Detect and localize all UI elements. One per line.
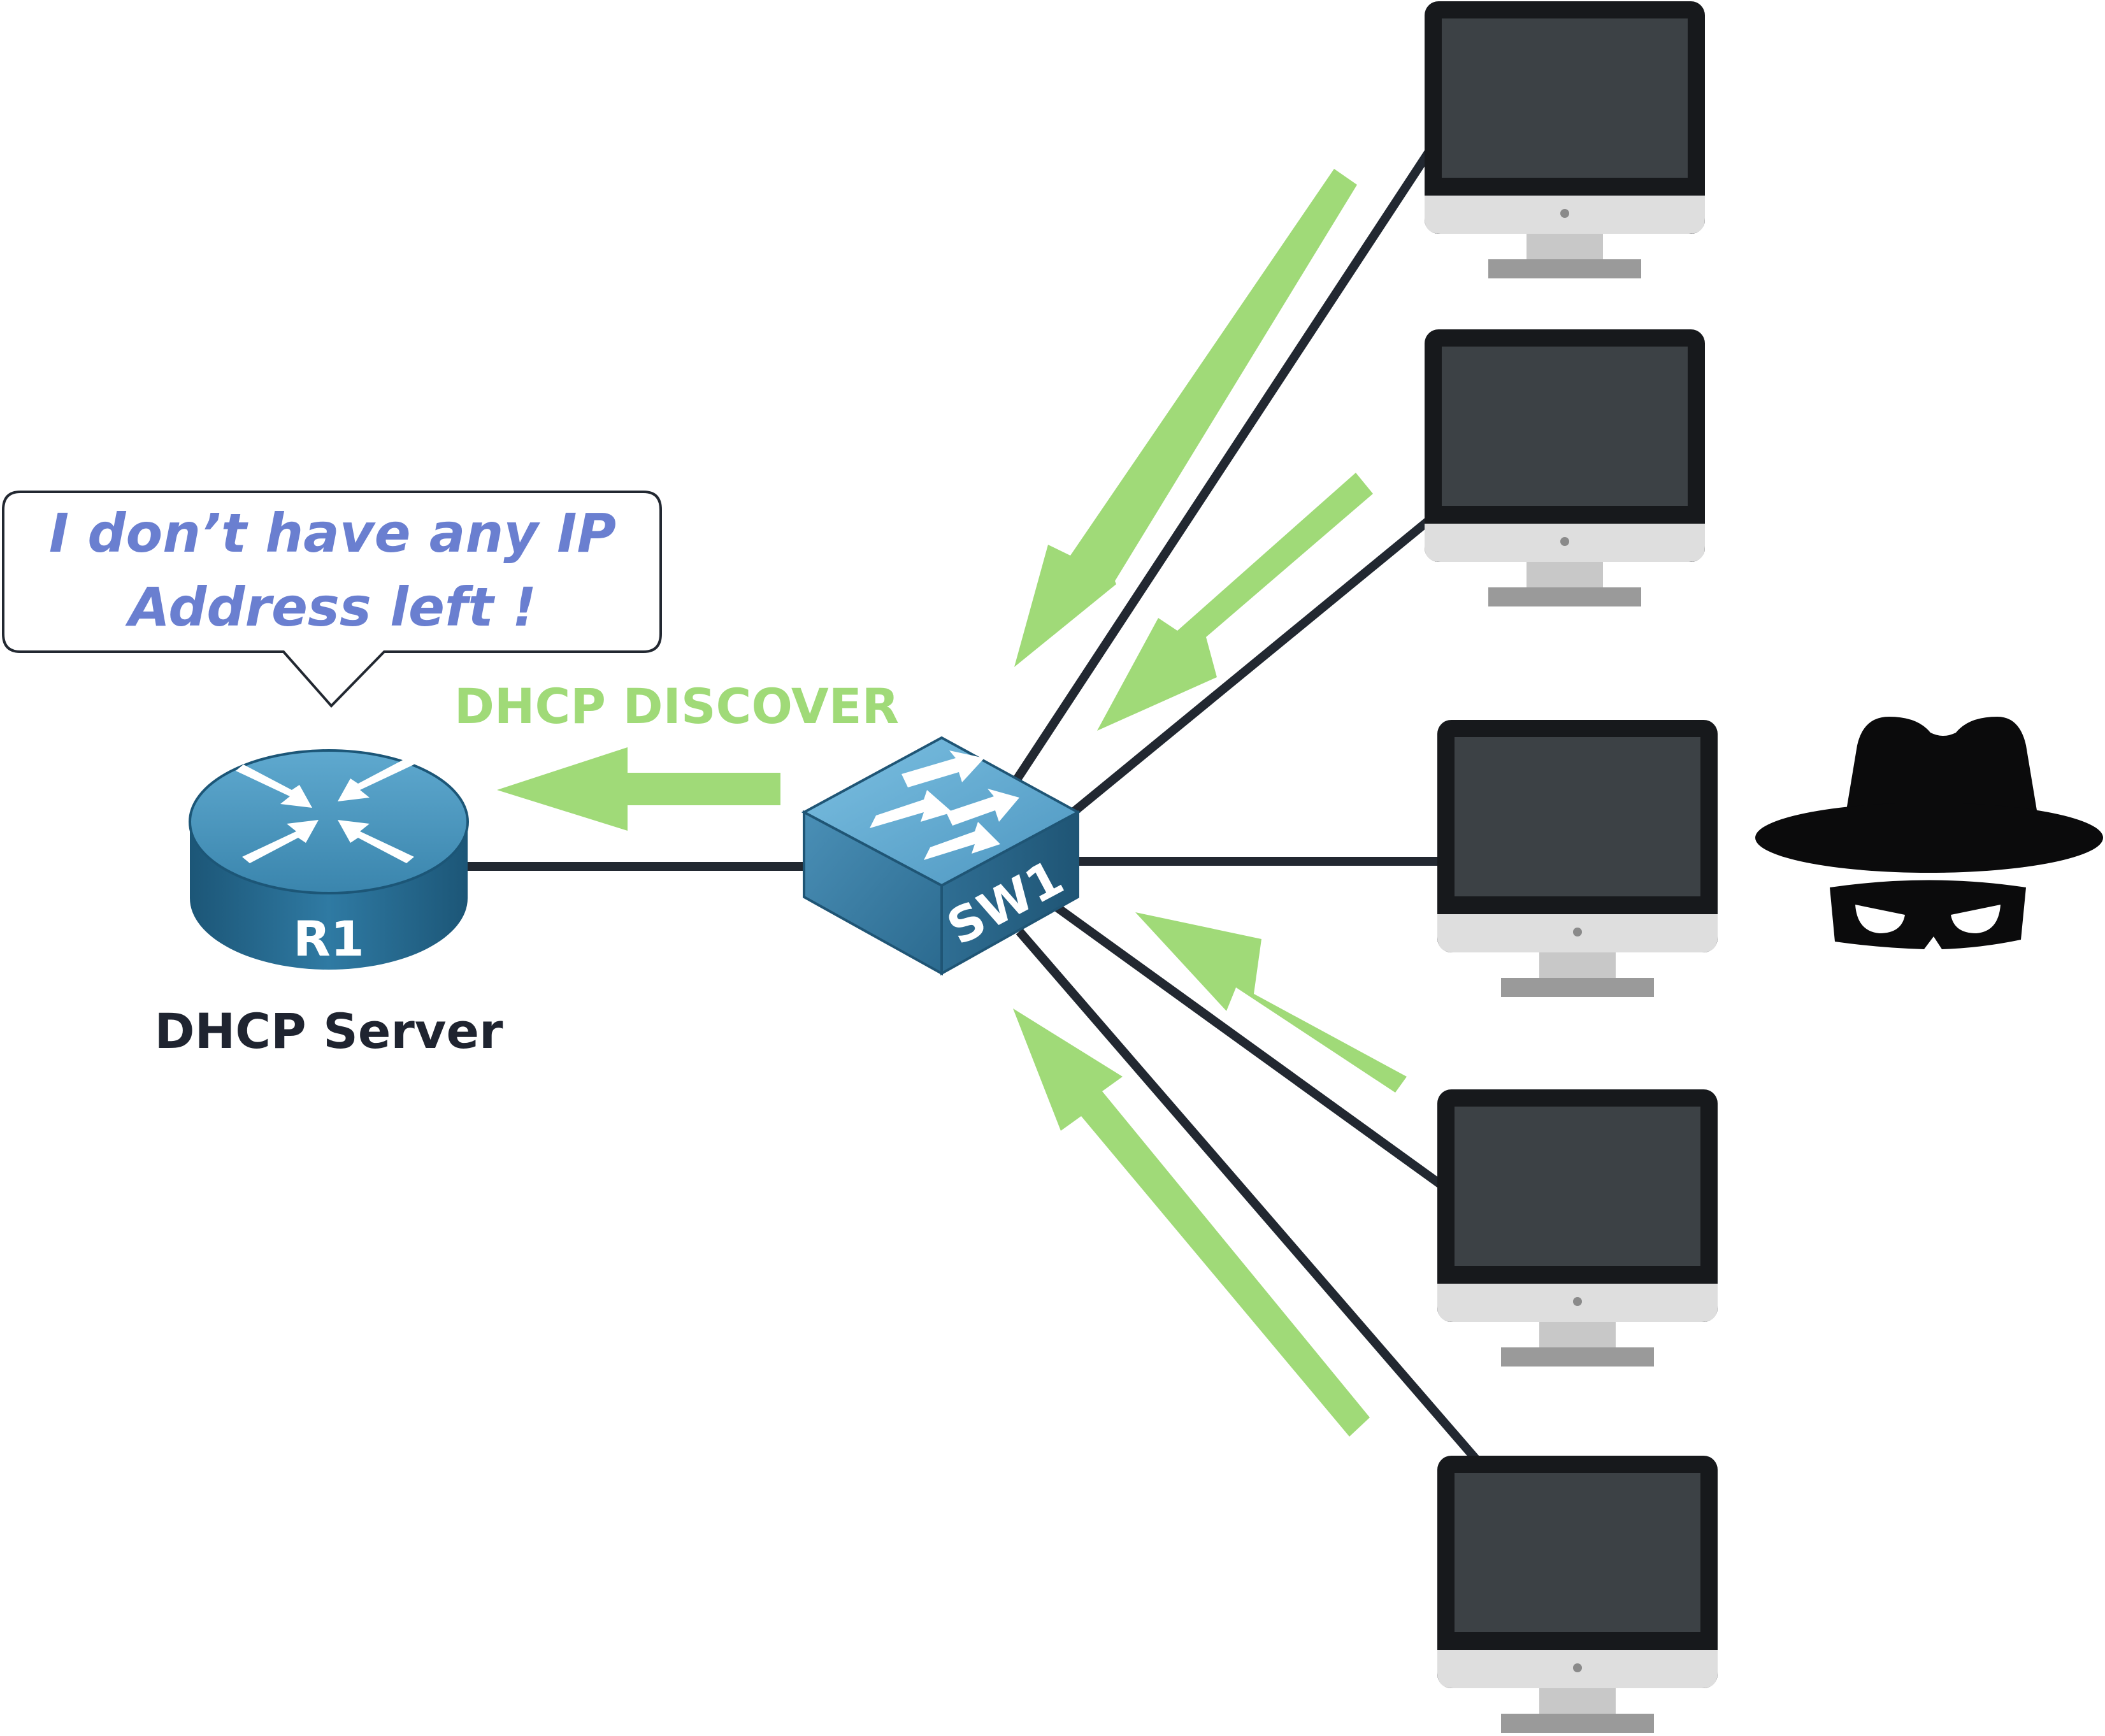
computer-icon[interactable]	[1437, 1089, 1718, 1367]
link-sw1-pc5	[1016, 928, 1481, 1463]
links	[464, 147, 1481, 1463]
speech-bubble: I don’t have any IP Address left !	[2, 491, 662, 708]
router-name: R1	[293, 910, 364, 967]
spy-hacker-icon	[1755, 717, 2103, 949]
link-sw1-pc1	[1012, 147, 1434, 783]
arrow-from-pc5	[1013, 1008, 1370, 1437]
computer-icon[interactable]	[1425, 1, 1705, 278]
computer-icon[interactable]	[1437, 720, 1718, 997]
arrow-from-pc1	[1014, 169, 1357, 667]
link-sw1-pc4	[1054, 904, 1446, 1190]
dhcp-discover-arrows	[497, 169, 1407, 1437]
arrow-from-pc4	[1135, 912, 1407, 1093]
router-icon[interactable]: R1	[189, 749, 469, 970]
bubble-line-1: I don’t have any IP	[49, 502, 616, 564]
computer-icon[interactable]	[1425, 329, 1705, 606]
switch-icon[interactable]: SW1	[801, 736, 1081, 976]
computer-icon[interactable]	[1437, 1456, 1718, 1733]
arrow-from-pc2	[1097, 473, 1373, 731]
router-role-label: DHCP Server	[155, 1003, 503, 1059]
bubble-line-2: Address left !	[125, 576, 536, 638]
arrow-to-router	[497, 747, 780, 831]
link-sw1-pc2	[1068, 515, 1433, 817]
dhcp-discover-label: DHCP DISCOVER	[454, 678, 899, 735]
